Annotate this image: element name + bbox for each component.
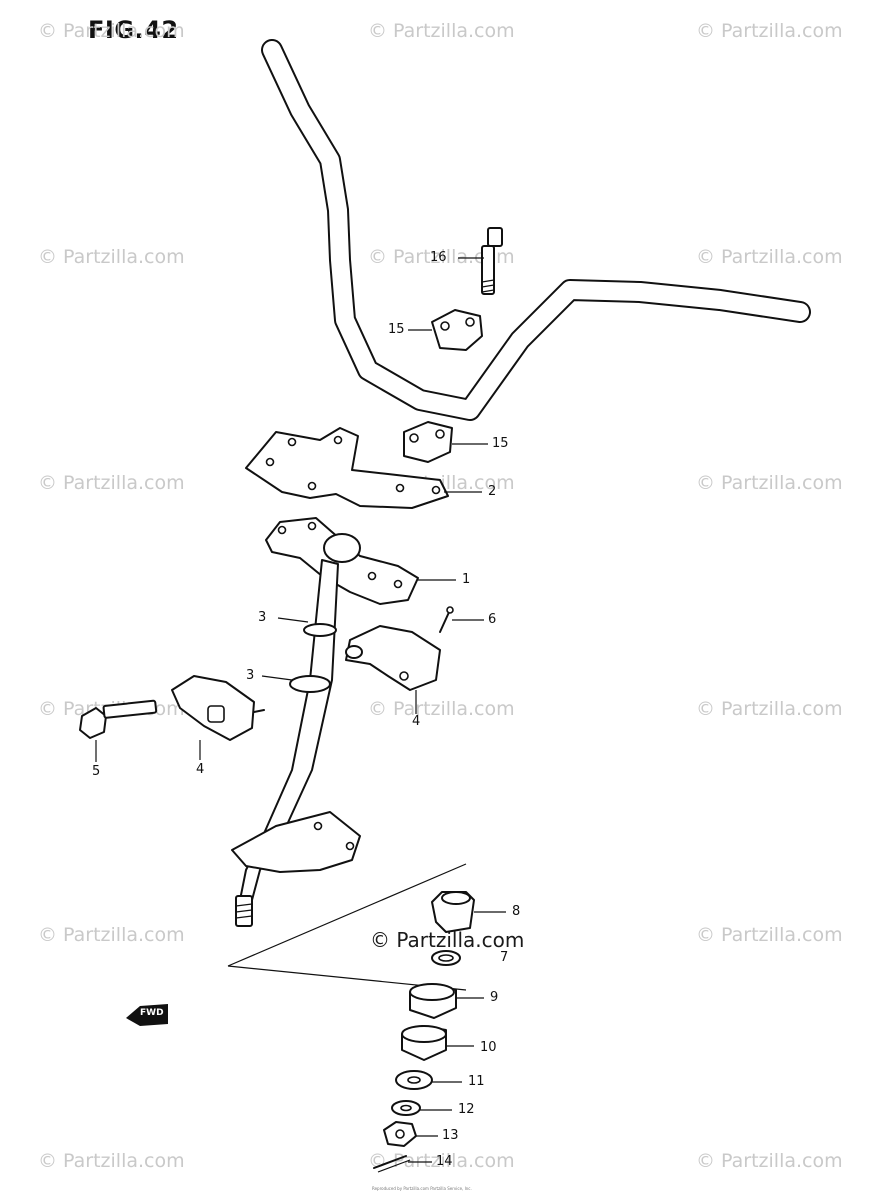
bearing-race-9 [409, 983, 457, 1019]
watermark: © Partzilla.com [696, 1150, 843, 1172]
washer-11-hole [407, 1076, 421, 1084]
fwd-label: FWD [140, 1008, 164, 1018]
callout-12: 12 [458, 1102, 475, 1117]
watermark: © Partzilla.com [696, 472, 843, 494]
handlebar-clamp-lower [403, 421, 453, 463]
watermark: © Partzilla.com [368, 20, 515, 42]
leader-lines [95, 257, 506, 1163]
callout-16: 16 [430, 250, 447, 265]
callout-9: 9 [490, 990, 499, 1005]
watermark: © Partzilla.com [696, 698, 843, 720]
footer-credit: Reproduced by Partzilla.com Partzilla Se… [372, 1186, 472, 1191]
callout-14: 14 [436, 1154, 453, 1169]
watermark: © Partzilla.com [696, 246, 843, 268]
forward-arrow-icon [126, 1004, 168, 1026]
washer-7-hole [438, 954, 454, 962]
watermark: © Partzilla.com [38, 246, 185, 268]
explode-bracket [227, 863, 467, 991]
watermark: © Partzilla.com [696, 20, 843, 42]
bolt-16 [481, 227, 503, 295]
callout-10: 10 [480, 1040, 497, 1055]
callout-6: 6 [488, 612, 497, 627]
watermark: © Partzilla.com [38, 1150, 185, 1172]
watermark: © Partzilla.com [368, 246, 515, 268]
callout-4-left: 4 [196, 762, 205, 777]
callout-15-lower: 15 [492, 436, 509, 451]
callout-7: 7 [500, 950, 509, 965]
callout-3-lower: 3 [246, 668, 255, 683]
callout-3-upper: 3 [258, 610, 267, 625]
bushing-8 [431, 891, 475, 933]
upper-bracket [265, 517, 419, 605]
watermark: © Partzilla.com [696, 924, 843, 946]
watermark: © Partzilla.com [38, 924, 185, 946]
handlebar-holder-left [171, 675, 265, 741]
callout-13: 13 [442, 1128, 459, 1143]
cotter-pin-14 [373, 1155, 411, 1173]
watermark: © Partzilla.com [368, 698, 515, 720]
callout-2: 2 [488, 484, 497, 499]
steering-stem [231, 559, 361, 927]
figure-title: FIG.42 [88, 16, 179, 44]
lock-washer-12-hole [400, 1104, 412, 1112]
nut-13 [383, 1121, 417, 1147]
bearing-10 [401, 1025, 447, 1061]
watermark: © Partzilla.com [38, 20, 185, 42]
handlebar-bracket-plate [245, 427, 449, 509]
callout-11: 11 [468, 1074, 485, 1089]
watermark: © Partzilla.com [38, 472, 185, 494]
callout-1: 1 [462, 572, 471, 587]
cotter-pin-6 [439, 606, 454, 633]
handlebar [261, 39, 811, 421]
callout-5: 5 [92, 764, 101, 779]
callout-15-upper: 15 [388, 322, 405, 337]
callout-8: 8 [512, 904, 521, 919]
handlebar-clamp-upper [431, 309, 483, 351]
bolt-5 [79, 699, 158, 739]
callout-4-right: 4 [412, 714, 421, 729]
handlebar-holder-right [345, 625, 441, 691]
